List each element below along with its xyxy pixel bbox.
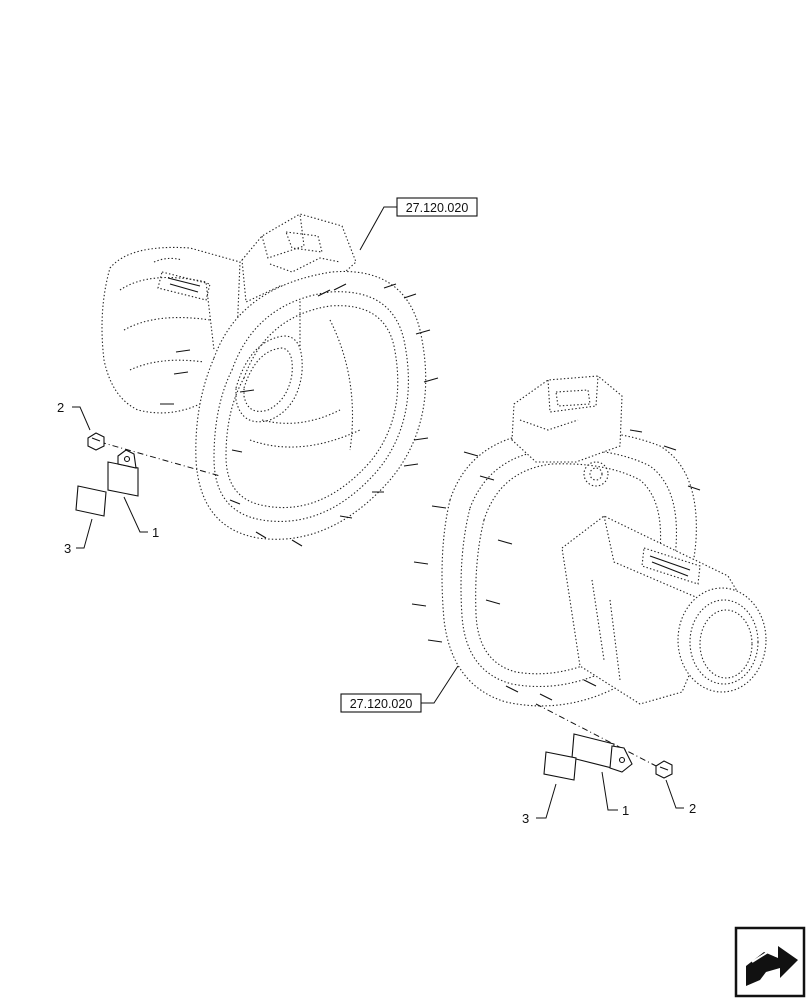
item-number-2-right: 2: [689, 801, 696, 816]
label-sheet-right: [543, 751, 577, 781]
item-number-3-right: 3: [522, 811, 529, 826]
bracket-plate-left: [107, 449, 139, 497]
parts-left: [72, 406, 221, 549]
housing-right: [411, 375, 767, 707]
nut-left: [87, 432, 105, 451]
next-page-arrow-icon[interactable]: [734, 926, 806, 998]
housing-right-bolts: [411, 429, 701, 701]
nut-right: [655, 760, 673, 779]
reference-callout-top[interactable]: 27.120.020: [359, 197, 478, 251]
housing-left-bolts: [160, 283, 439, 547]
reference-label-bottom: 27.120.020: [350, 697, 413, 711]
item-number-2-left: 2: [57, 400, 64, 415]
label-sheet-left: [75, 485, 107, 517]
parts-right: [535, 703, 684, 819]
housing-left: [101, 213, 439, 547]
bracket-plate-right: [571, 733, 633, 773]
housing-left-badge: [157, 271, 211, 301]
housing-right-badge: [641, 547, 701, 585]
reference-callout-bottom[interactable]: 27.120.020: [340, 665, 459, 713]
item-number-1-left: 1: [152, 525, 159, 540]
reference-label-top: 27.120.020: [406, 201, 469, 215]
item-number-1-right: 1: [622, 803, 629, 818]
item-number-3-left: 3: [64, 541, 71, 556]
